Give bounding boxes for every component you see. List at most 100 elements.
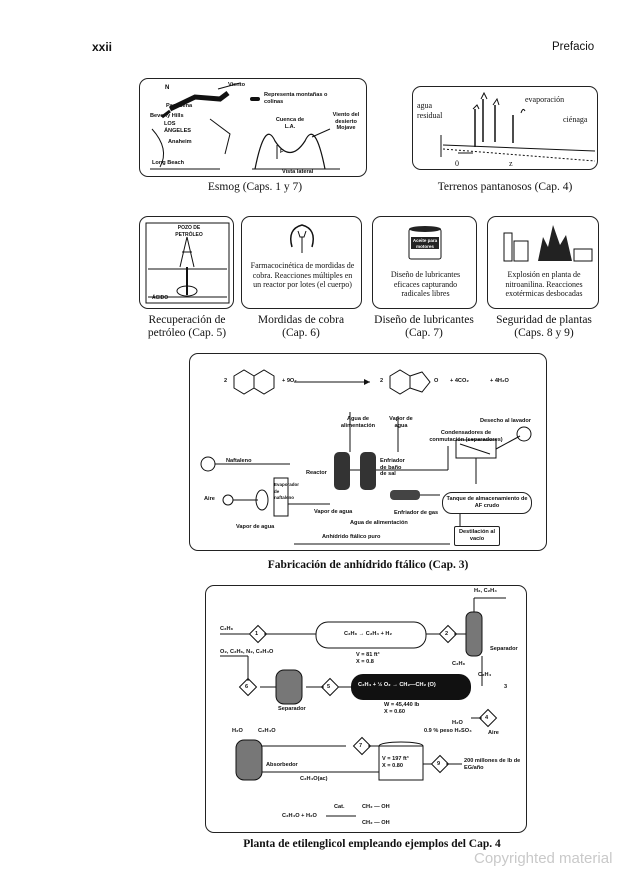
h2-c2h4-label: H₂, C₂H₄ xyxy=(474,588,497,594)
phthalic-figure: 2 + 9O₂ 2 O + 4CO₂ + 4H₂O Agua de alimen… xyxy=(189,353,547,551)
catalyst-weight-label: W = 45,440 lb xyxy=(384,702,420,708)
wetlands-drawing xyxy=(440,91,596,162)
mojave-wind-label: Viento del desierto Mojave xyxy=(332,112,360,131)
cobra-caption: Mordidas de cobra (Cap. 6) xyxy=(257,314,345,339)
ethane-feed-label: C₂H₆ xyxy=(220,626,234,632)
node-9: 9 xyxy=(437,761,441,767)
conversion-label-1: X = 0.8 xyxy=(356,659,374,665)
la-label: LOS ÁNGELES xyxy=(164,121,192,134)
steam-label: Vapor de agua xyxy=(389,416,413,429)
lubricant-text: Diseño de lubricantes eficaces capturand… xyxy=(390,270,461,298)
side-view-label: Vista lateral xyxy=(282,169,314,175)
smog-figure: N Viento Pasadena Beverly Hills LOS ÁNGE… xyxy=(139,78,367,177)
water-label-1: H₂O xyxy=(452,720,463,726)
absorber-label: Absorbedor xyxy=(266,762,298,768)
node-2: 2 xyxy=(445,631,449,637)
eq-oxygen: + 9O₂ xyxy=(282,378,297,384)
glycol-oh-2: CH₂ — OH xyxy=(362,820,390,826)
node-4: 4 xyxy=(485,715,489,721)
safety-caption: Seguridad de plantas (Caps. 8 y 9) xyxy=(496,314,592,339)
cobra-figure: Farmacocinética de mordidas de cobra. Re… xyxy=(241,216,362,309)
eq-h2o: + 4H₂O xyxy=(490,378,509,384)
beverly-hills-label: Beverly Hills xyxy=(150,113,184,119)
conversion-label-3: X = 0.80 xyxy=(382,763,403,769)
cobra-drawing xyxy=(290,224,314,253)
aqueous-eo-label: C₂H₄O(ac) xyxy=(300,776,328,782)
lubricant-caption: Diseño de lubricantes (Cap. 7) xyxy=(374,314,474,339)
oil-can-label: Aceite para motores Cobb xyxy=(412,238,438,254)
legend-text: Representa montañas o colinas xyxy=(264,92,328,105)
flux-label: F xyxy=(280,149,284,155)
svg-text:N: N xyxy=(165,85,169,91)
node-5: 5 xyxy=(327,684,331,690)
wetlands-caption: Terrenos pantanosos (Cap. 4) xyxy=(437,181,573,193)
reactor-label: Reactor xyxy=(306,470,327,476)
node-3: 3 xyxy=(504,684,508,690)
ethylene-label: C₂H₄ xyxy=(478,672,492,678)
hydration-reactants-label: C₂H₄O + H₂O xyxy=(282,813,317,819)
glycol-drawing xyxy=(220,597,506,817)
naphthalene-label: Naftaleno xyxy=(226,458,252,464)
safety-figure: Explosión en planta de nitroanilina. Rea… xyxy=(487,216,599,309)
phthalic-drawing xyxy=(200,369,532,545)
lubricant-figure: Aceite para motores Cobb Diseño de lubri… xyxy=(372,216,477,309)
phthalic-caption: Fabricación de anhídrido ftálico (Cap. 3… xyxy=(267,559,469,571)
cobra-text: Farmacocinética de mordidas de cobra. Re… xyxy=(250,261,355,289)
ethylene-oxide-label: C₂H₄O xyxy=(258,728,276,734)
lubricant-drawing xyxy=(408,226,442,260)
node-6: 6 xyxy=(245,684,249,690)
air-label: Aire xyxy=(204,496,215,502)
vent-gas-label: O₂, C₂H₆, N₂, C₂H₄O xyxy=(220,649,274,655)
node-1: 1 xyxy=(255,631,259,637)
ethane-recycle-label: C₂H₆ xyxy=(452,661,466,667)
wastewater-label: agua residual xyxy=(417,101,443,120)
acid-label: 0.9 % peso H₂SO₄ xyxy=(424,728,472,734)
eq-o: O xyxy=(434,378,439,384)
marsh-label: ciénaga xyxy=(563,115,588,124)
z-label: z xyxy=(509,159,513,168)
steam-label-3: Vapor de agua xyxy=(236,524,275,530)
smog-drawing: N xyxy=(150,82,340,170)
pure-pa-label: Anhídrido ftálico puro xyxy=(322,534,381,540)
oil-figure: POZO DE PETRÓLEO ÁCIDO xyxy=(139,216,234,309)
eq-co2: + 4CO₂ xyxy=(450,378,469,384)
oil-drawing xyxy=(145,222,230,304)
water-label-2: H₂O xyxy=(232,728,243,734)
acid-label: ÁCIDO xyxy=(152,295,169,301)
glycol-caption: Planta de etilenglicol empleando ejemplo… xyxy=(243,838,501,850)
basin-label: Cuenca de L.A. xyxy=(275,117,305,130)
evaporation-label: evaporación xyxy=(525,95,565,104)
volume-label-1: V = 81 ft³ xyxy=(356,652,380,658)
feed-water-label: Agua de alimentación xyxy=(340,416,376,429)
catalyst-label: Cat. xyxy=(334,804,345,810)
switch-condensers-label: Condensadores de conmutación (separadore… xyxy=(429,430,503,443)
separator-label-2: Separador xyxy=(278,706,306,712)
air-label-2: Aire xyxy=(488,730,499,736)
production-rate-label: 200 millones de lb de EG/año xyxy=(464,758,521,771)
salt-cooler-label: Enfriador de baño de sal xyxy=(380,458,405,477)
wind-label: Viento xyxy=(228,82,245,88)
separator-label-1: Separador xyxy=(490,646,518,652)
eq-coef-2: 2 xyxy=(380,378,384,384)
oil-caption: Recuperación de petróleo (Cap. 5) xyxy=(147,314,227,339)
smog-caption: Esmog (Caps. 1 y 7) xyxy=(207,181,303,193)
eq-coef-1: 2 xyxy=(224,378,228,384)
vacuum-distillation-label: Destilación al vacío xyxy=(454,526,500,546)
conversion-label-2: X = 0.60 xyxy=(384,709,405,715)
glycol-figure: H₂, C₂H₄ C₂H₆ C₂H₆ → C₂H₄ + H₂ Separador… xyxy=(205,585,527,833)
running-head: Prefacio xyxy=(552,41,595,53)
anaheim-label: Anaheim xyxy=(168,139,192,145)
oxidation-reaction-label: C₂H₄ + ½ O₂ → CH₂—CH₂ (O) xyxy=(358,682,436,688)
oil-well-label: POZO DE PETRÓLEO xyxy=(175,225,203,238)
pasadena-label: Pasadena xyxy=(166,103,193,109)
feed-water-label-2: Agua de alimentación xyxy=(350,520,408,526)
evaporator-label: Evaporador de naftaleno xyxy=(274,482,300,500)
gas-cooler-label: Enfriador de gas xyxy=(394,510,439,516)
volume-label-2: V = 197 ft³ xyxy=(382,756,409,762)
steam-label-2: Vapor de agua xyxy=(314,509,353,515)
long-beach-label: Long Beach xyxy=(152,160,185,166)
cracking-reaction-label: C₂H₆ → C₂H₄ + H₂ xyxy=(344,631,392,637)
safety-text: Explosión en planta de nitroanilina. Rea… xyxy=(505,270,583,298)
glycol-oh-1: CH₂ — OH xyxy=(362,804,390,810)
scrubber-waste-label: Desecho al lavador xyxy=(480,418,531,424)
